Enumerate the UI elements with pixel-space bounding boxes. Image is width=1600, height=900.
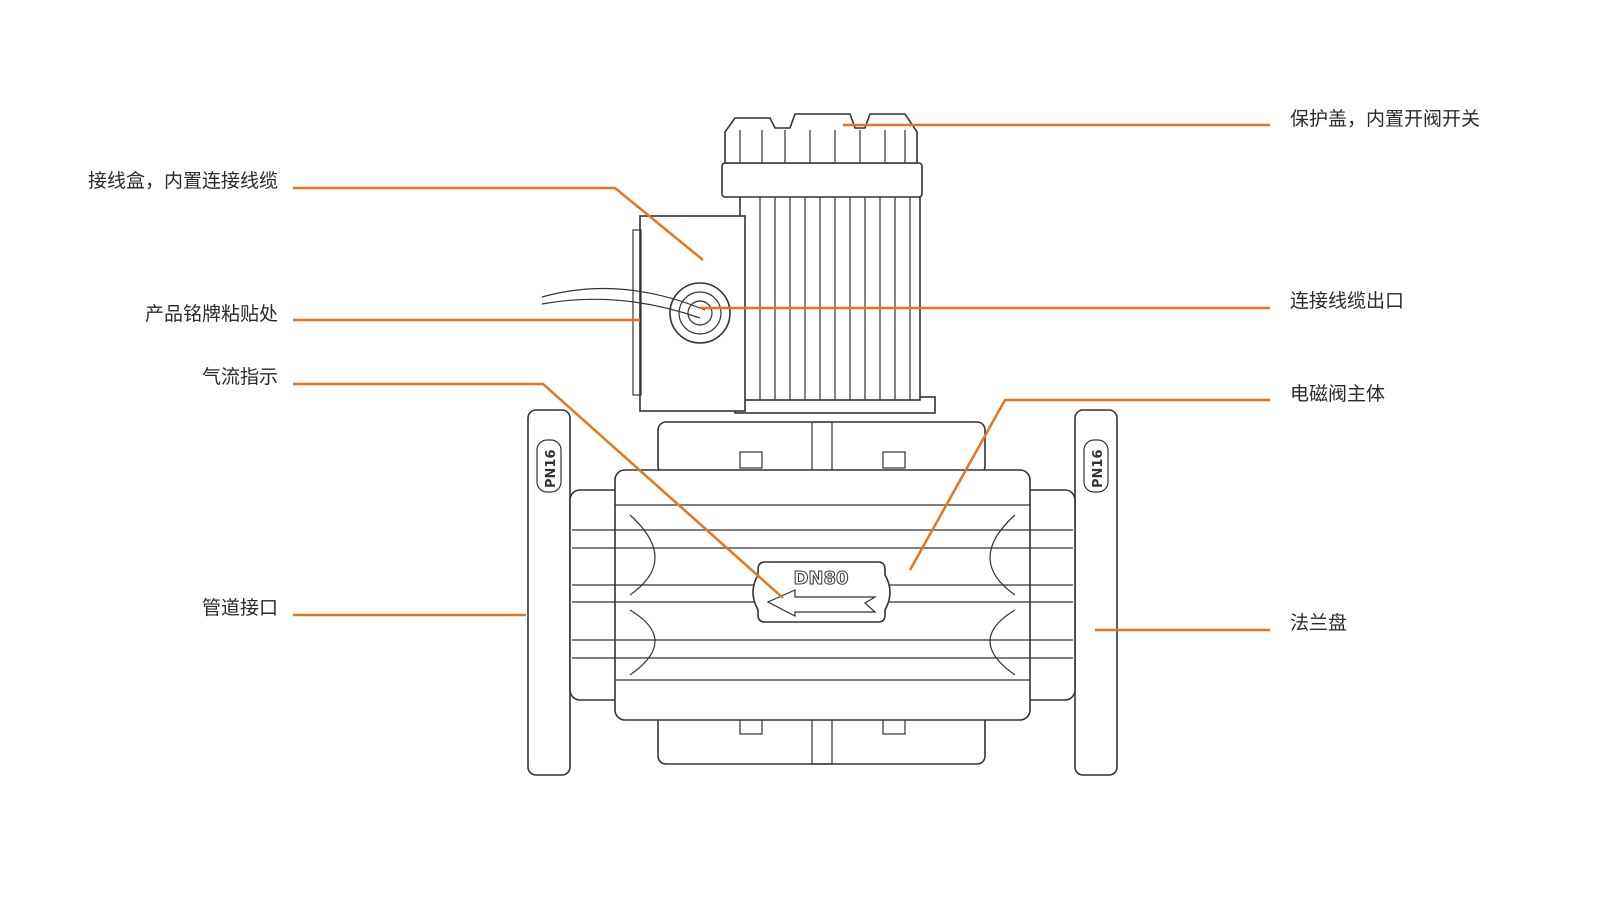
dn80-marking: DN80: [793, 568, 848, 589]
label-protective-cover: 保护盖，内置开阀开关: [1290, 108, 1481, 130]
label-valve-body: 电磁阀主体: [1290, 383, 1386, 405]
protective-cover: [724, 113, 918, 164]
flow-arrow-icon: [766, 589, 878, 617]
label-pipe-connection: 管道接口: [201, 597, 278, 619]
label-flow-indicator: 气流指示: [201, 366, 278, 388]
left-flange: PN16: [527, 409, 571, 776]
junction-box: [541, 215, 746, 412]
label-flange: 法兰盘: [1290, 612, 1348, 634]
label-junction-box: 接线盒，内置连接线缆: [87, 170, 278, 192]
leader-lines: [293, 123, 1270, 632]
flow-plate: DN80: [752, 561, 891, 623]
actuator: [721, 113, 936, 414]
label-cable-outlet: 连接线缆出口: [1290, 290, 1405, 312]
label-nameplate-area: 产品铭牌粘贴处: [144, 303, 278, 325]
right-flange: PN16: [1074, 409, 1118, 776]
pn16-marking: PN16: [544, 450, 559, 489]
pn16-marking: PN16: [1091, 450, 1106, 489]
top-block: [657, 421, 986, 475]
